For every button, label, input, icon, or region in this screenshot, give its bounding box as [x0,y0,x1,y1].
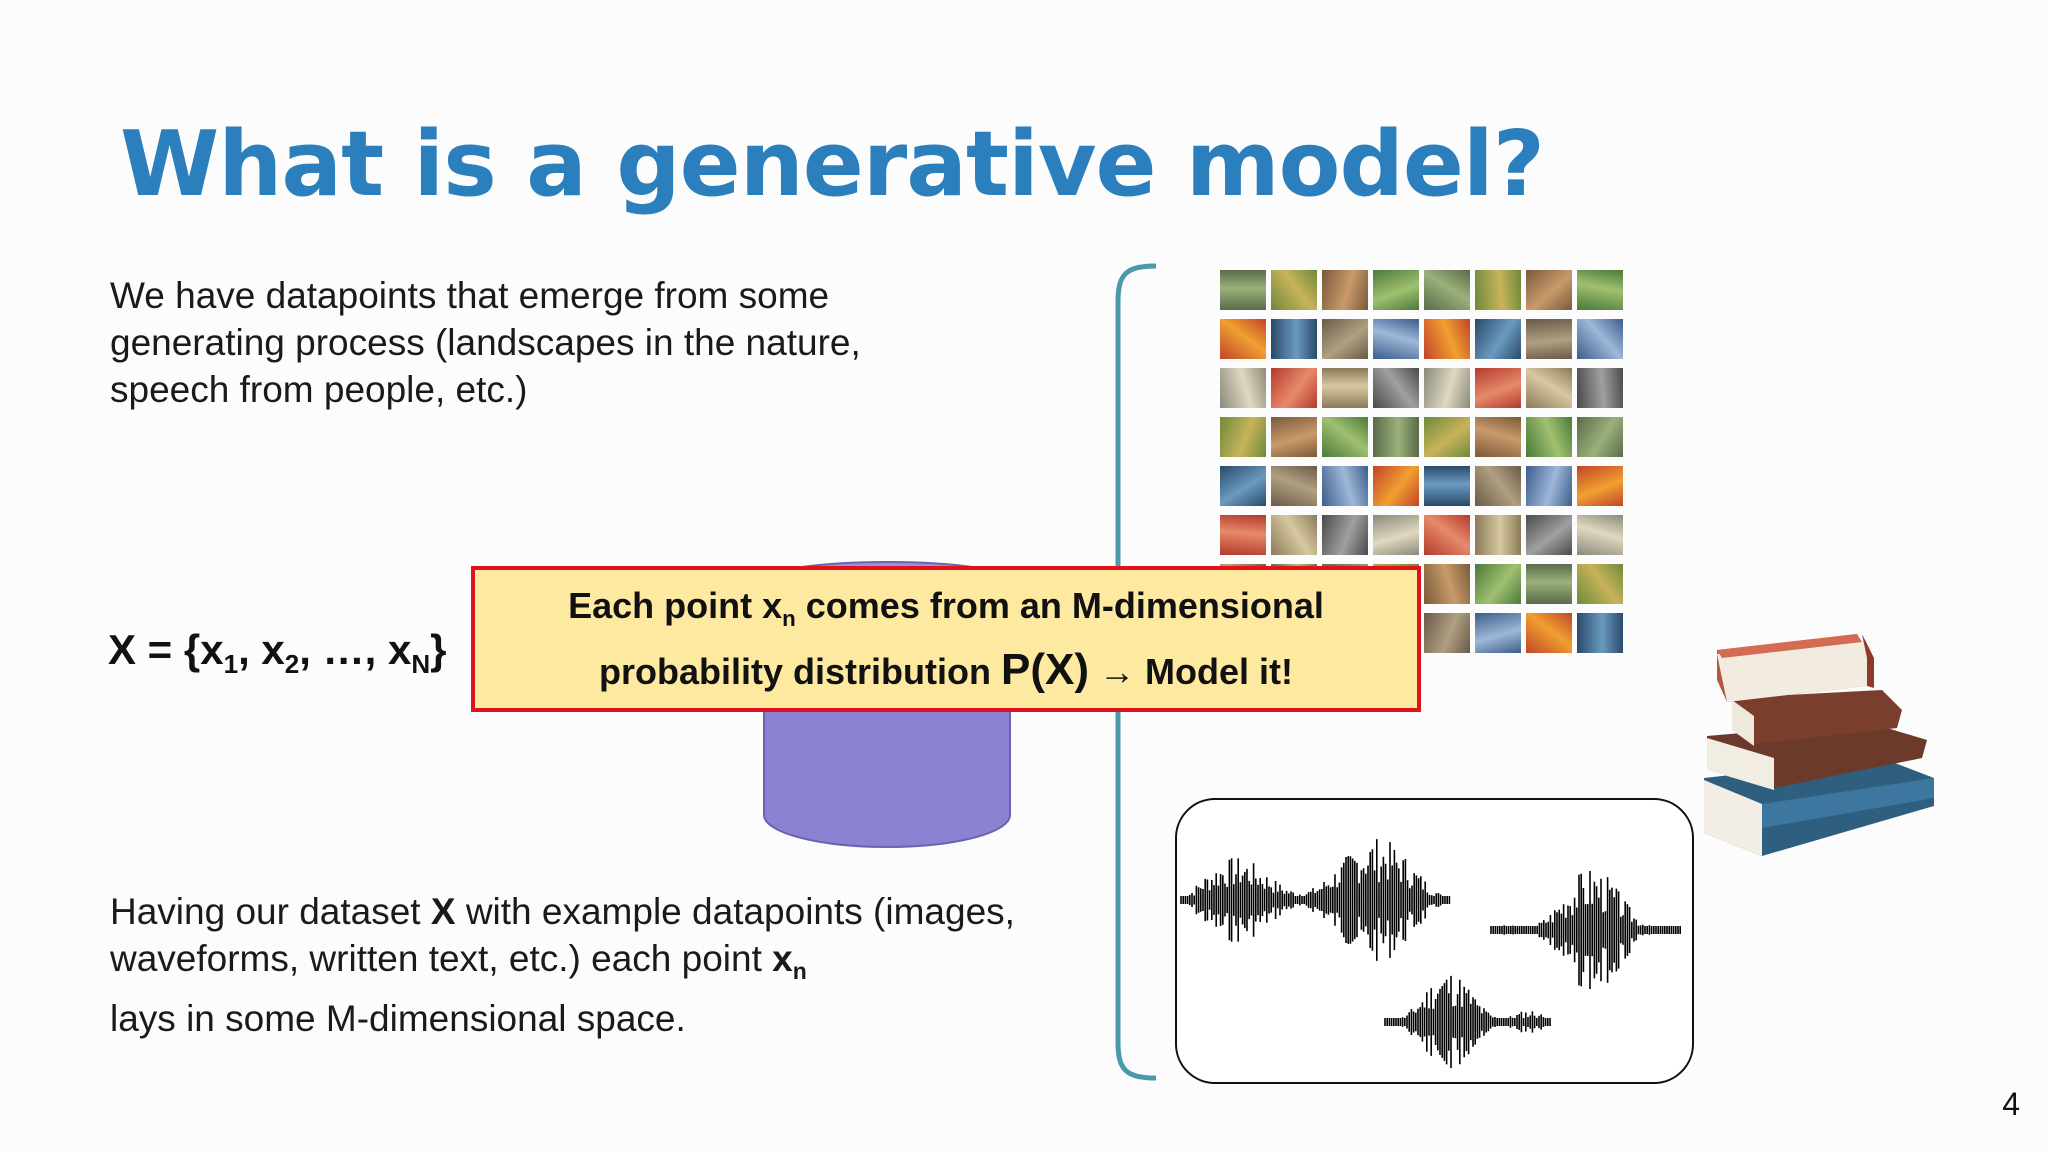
image-thumbnail [1322,368,1368,408]
image-thumbnail [1322,319,1368,359]
image-thumbnail [1271,417,1317,457]
banner-subscript: n [782,605,796,631]
image-thumbnail [1424,564,1470,604]
banner-line-2: probability distribution P(X) → Model it… [599,644,1293,698]
image-thumbnail [1220,368,1266,408]
dataset-text: with example datapoints (images, wavefor… [110,891,1015,979]
image-thumbnail [1577,319,1623,359]
banner-probability: P(X) [1001,645,1089,695]
image-thumbnail [1220,270,1266,310]
image-thumbnail [1475,270,1521,310]
image-thumbnail [1271,466,1317,506]
image-thumbnail [1373,270,1419,310]
image-thumbnail [1424,466,1470,506]
image-thumbnail [1373,466,1419,506]
image-thumbnail [1475,417,1521,457]
waveform-trace [1490,871,1681,989]
image-thumbnail [1577,466,1623,506]
dataset-symbol: X [430,891,456,932]
image-thumbnail [1373,515,1419,555]
image-thumbnail [1271,270,1317,310]
image-thumbnail [1373,417,1419,457]
waveform-panel [1175,798,1694,1084]
image-thumbnail [1322,466,1368,506]
image-thumbnail [1475,613,1521,653]
image-thumbnail [1424,319,1470,359]
image-thumbnail [1577,417,1623,457]
waveform-trace [1384,975,1551,1069]
intro-paragraph: We have datapoints that emerge from some… [110,275,861,410]
image-thumbnail [1220,417,1266,457]
image-thumbnail [1526,613,1572,653]
banner-text: probability distribution [599,651,1001,693]
image-thumbnail [1322,515,1368,555]
image-thumbnail [1220,466,1266,506]
image-thumbnail [1373,319,1419,359]
image-thumbnail [1271,319,1317,359]
dataset-formula: X = {x1, x2, …, xN} [108,626,446,680]
image-thumbnail [1424,368,1470,408]
callout-banner: Each point xn comes from an M-dimensiona… [471,566,1421,712]
formula-part: , …, x [299,626,412,673]
formula-subscript: N [411,649,431,680]
image-thumbnail [1475,515,1521,555]
image-thumbnail [1322,417,1368,457]
image-thumbnail [1271,515,1317,555]
image-thumbnail [1526,515,1572,555]
dataset-text: Having our dataset [110,891,431,932]
image-thumbnail [1424,417,1470,457]
image-thumbnail [1526,466,1572,506]
image-thumbnail [1220,515,1266,555]
book-stack-icon [1692,628,1937,868]
image-thumbnail [1220,319,1266,359]
banner-line-1: Each point xn comes from an M-dimensiona… [568,580,1324,645]
image-thumbnail [1526,368,1572,408]
formula-subscript: 2 [284,649,300,680]
image-thumbnail [1577,613,1623,653]
image-thumbnail [1526,319,1572,359]
formula-part: X = {x [108,626,224,673]
banner-text: → Model it! [1089,651,1293,693]
audio-waveform-icon [1180,839,1681,1069]
image-thumbnail [1577,564,1623,604]
image-thumbnail [1475,319,1521,359]
image-thumbnail [1577,368,1623,408]
image-thumbnail [1475,564,1521,604]
formula-part: } [430,626,447,673]
image-thumbnail [1475,466,1521,506]
image-thumbnail [1577,270,1623,310]
image-thumbnail [1271,368,1317,408]
image-thumbnail [1373,368,1419,408]
dataset-paragraph: Having our dataset X with example datapo… [110,888,1030,1042]
banner-text: comes from an M-dimensional [795,584,1324,626]
image-thumbnail [1424,613,1470,653]
image-thumbnail [1526,270,1572,310]
image-thumbnail [1526,564,1572,604]
image-thumbnail [1424,515,1470,555]
waveform-trace [1180,839,1451,961]
image-thumbnail [1424,270,1470,310]
image-thumbnail [1577,515,1623,555]
dataset-subscript: n [792,958,807,985]
dataset-text: lays in some M-dimensional space. [110,998,686,1040]
image-thumbnail [1322,270,1368,310]
formula-part: , x [238,626,285,673]
image-thumbnail [1475,368,1521,408]
dataset-symbol: x [772,938,793,979]
banner-text: Each point x [568,584,783,626]
page-number: 4 [2002,1086,2020,1122]
slide-title: What is a generative model? [120,112,1545,217]
image-thumbnail [1526,417,1572,457]
formula-subscript: 1 [223,649,239,680]
